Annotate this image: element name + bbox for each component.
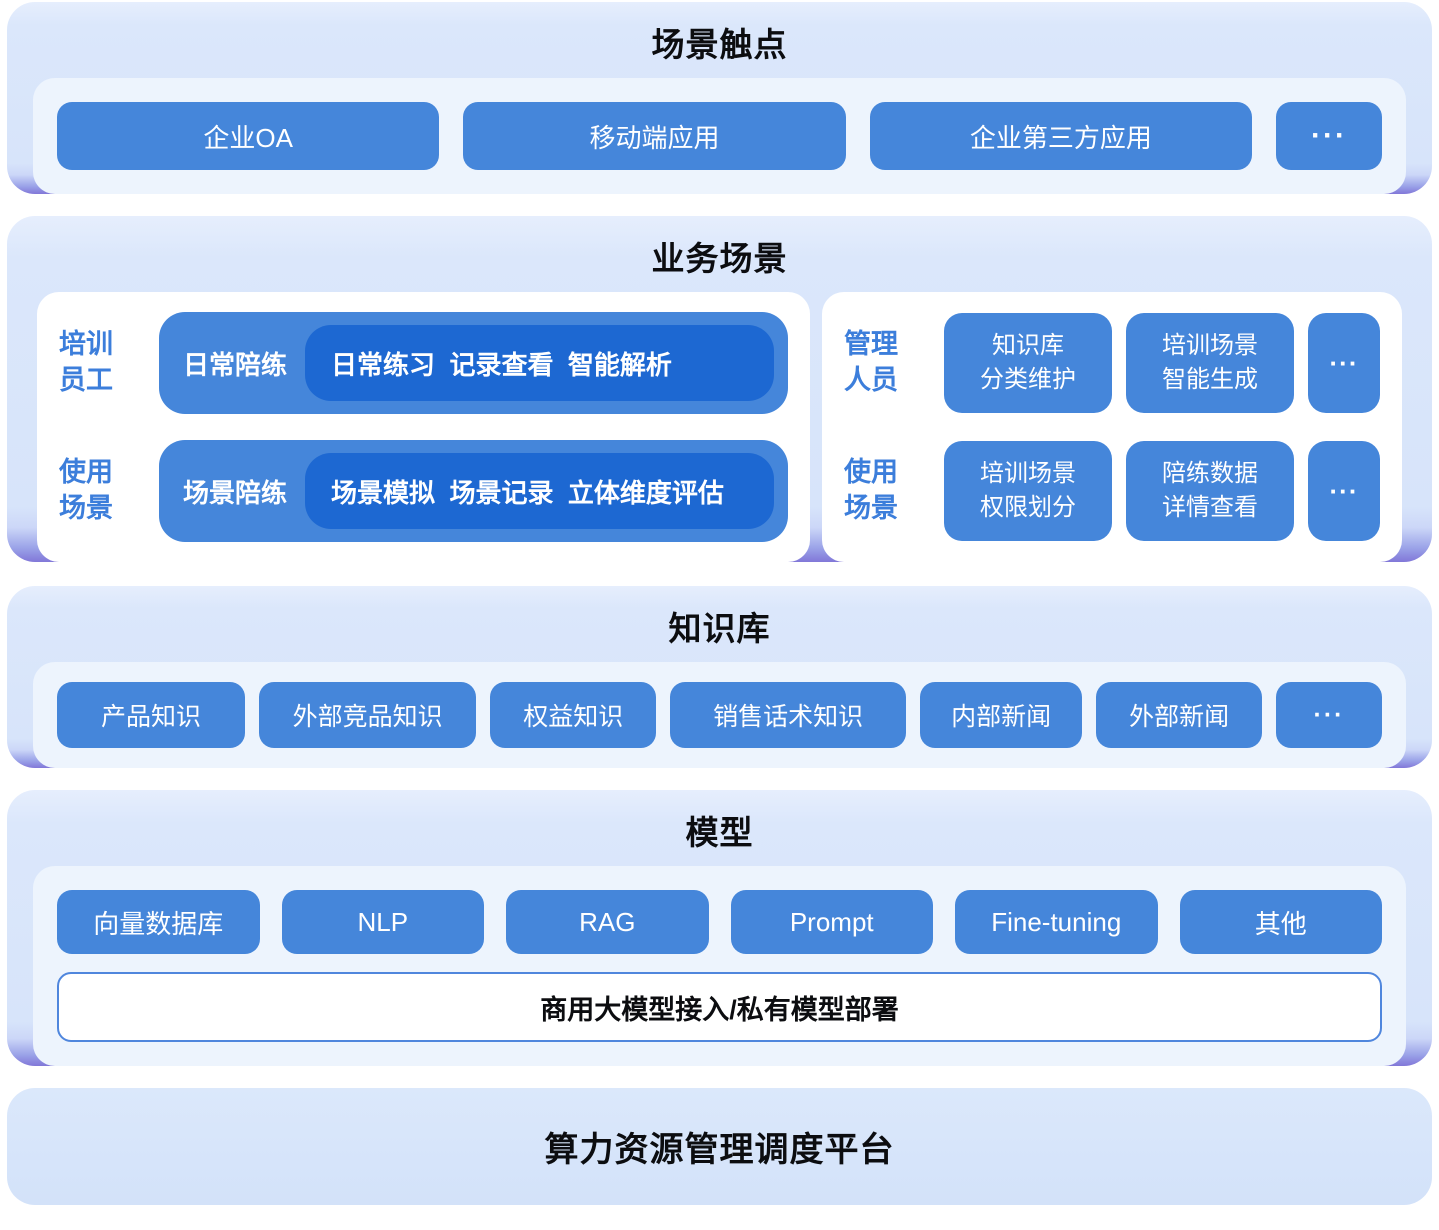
label-managers: 管理 人员 [843,329,898,395]
button-third-party-app[interactable]: 企业第三方应用 [869,102,1252,170]
chip-scenario-sparring[interactable]: 场景陪练 场景模拟 场景记录 立体维度评估 [159,440,788,542]
row-daily-training: 培训 员工 日常陪练 日常练习 记录查看 智能解析 [59,312,788,414]
model-title: 模型 [685,814,754,851]
touchpoints-panel: 企业OA 移动端应用 企业第三方应用 ··· [33,78,1406,194]
button-more-knowledge[interactable]: ··· [1276,682,1382,748]
business-title: 业务场景 [651,240,788,277]
layer-compute-platform: 算力资源管理调度平台 [7,1088,1432,1205]
label-usage-scenarios-left: 使用 场景 [59,457,113,523]
label-usage-scenarios-right: 使用 场景 [843,457,898,523]
row-scenario-training: 使用 场景 场景陪练 场景模拟 场景记录 立体维度评估 [59,440,788,542]
button-external-news[interactable]: 外部新闻 [1096,682,1262,748]
button-competitor-knowledge[interactable]: 外部竞品知识 [258,682,477,748]
layer-touchpoints: 场景触点 企业OA 移动端应用 企业第三方应用 ··· [7,2,1432,194]
knowledge-title: 知识库 [668,610,771,647]
button-enterprise-oa[interactable]: 企业OA [57,102,440,170]
platform-title: 算力资源管理调度平台 [544,1131,895,1169]
touchpoints-title: 场景触点 [651,26,788,63]
label-training-staff: 培训 员工 [59,329,113,395]
layer-business-scenarios: 业务场景 培训 员工 日常陪练 日常练习 记录查看 智能解析 使用 场景 场景陪… [7,216,1432,562]
chip-scenario-sparring-label: 场景陪练 [183,477,288,508]
button-prompt[interactable]: Prompt [730,890,933,954]
button-product-knowledge[interactable]: 产品知识 [57,682,245,748]
button-sparring-data-details[interactable]: 陪练数据 详情查看 [1126,441,1295,541]
button-sales-script-knowledge[interactable]: 销售话术知识 [670,682,907,748]
chip-daily-sparring[interactable]: 日常陪练 日常练习 记录查看 智能解析 [159,312,788,414]
business-cards: 培训 员工 日常陪练 日常练习 记录查看 智能解析 使用 场景 场景陪练 场景模… [37,292,1402,562]
pill-daily-sparring-items: 日常练习 记录查看 智能解析 [305,325,774,401]
button-training-scene-permissions[interactable]: 培训场景 权限划分 [943,441,1112,541]
button-benefits-knowledge[interactable]: 权益知识 [490,682,657,748]
button-vector-database[interactable]: 向量数据库 [57,890,260,954]
architecture-diagram: 场景触点 企业OA 移动端应用 企业第三方应用 ··· 业务场景 培训 员工 日… [7,2,1432,1205]
button-mobile-app[interactable]: 移动端应用 [463,102,846,170]
button-other-model[interactable]: 其他 [1179,890,1382,954]
card-manager-scenarios: 管理 人员 知识库 分类维护 培训场景 智能生成 ··· 使用 场景 培训场景 … [821,292,1402,562]
button-internal-news[interactable]: 内部新闻 [920,682,1083,748]
pill-scenario-sparring-items: 场景模拟 场景记录 立体维度评估 [305,453,774,529]
layer-model: 模型 向量数据库 NLP RAG Prompt Fine-tuning 其他 商… [7,790,1432,1066]
button-kb-category-maintenance[interactable]: 知识库 分类维护 [943,313,1112,413]
knowledge-panel: 产品知识 外部竞品知识 权益知识 销售话术知识 内部新闻 外部新闻 ··· [33,662,1406,768]
layer-knowledge-base: 知识库 产品知识 外部竞品知识 权益知识 销售话术知识 内部新闻 外部新闻 ··… [7,586,1432,768]
button-training-scene-generation[interactable]: 培训场景 智能生成 [1126,313,1295,413]
button-nlp[interactable]: NLP [281,890,484,954]
row-manager-usage: 使用 场景 培训场景 权限划分 陪练数据 详情查看 ··· [843,440,1381,542]
model-panel: 向量数据库 NLP RAG Prompt Fine-tuning 其他 商用大模… [33,866,1406,1066]
button-fine-tuning[interactable]: Fine-tuning [955,890,1158,954]
model-access-bar: 商用大模型接入/私有模型部署 [57,972,1382,1042]
button-rag[interactable]: RAG [506,890,709,954]
button-more-touchpoints[interactable]: ··· [1275,102,1382,170]
button-more-manager-row2[interactable]: ··· [1308,441,1381,541]
button-more-manager-row1[interactable]: ··· [1308,313,1381,413]
chip-daily-sparring-label: 日常陪练 [183,349,288,380]
card-training-staff-scenarios: 培训 员工 日常陪练 日常练习 记录查看 智能解析 使用 场景 场景陪练 场景模… [37,292,810,562]
model-buttons-row: 向量数据库 NLP RAG Prompt Fine-tuning 其他 [57,890,1382,954]
row-manager: 管理 人员 知识库 分类维护 培训场景 智能生成 ··· [843,312,1381,414]
